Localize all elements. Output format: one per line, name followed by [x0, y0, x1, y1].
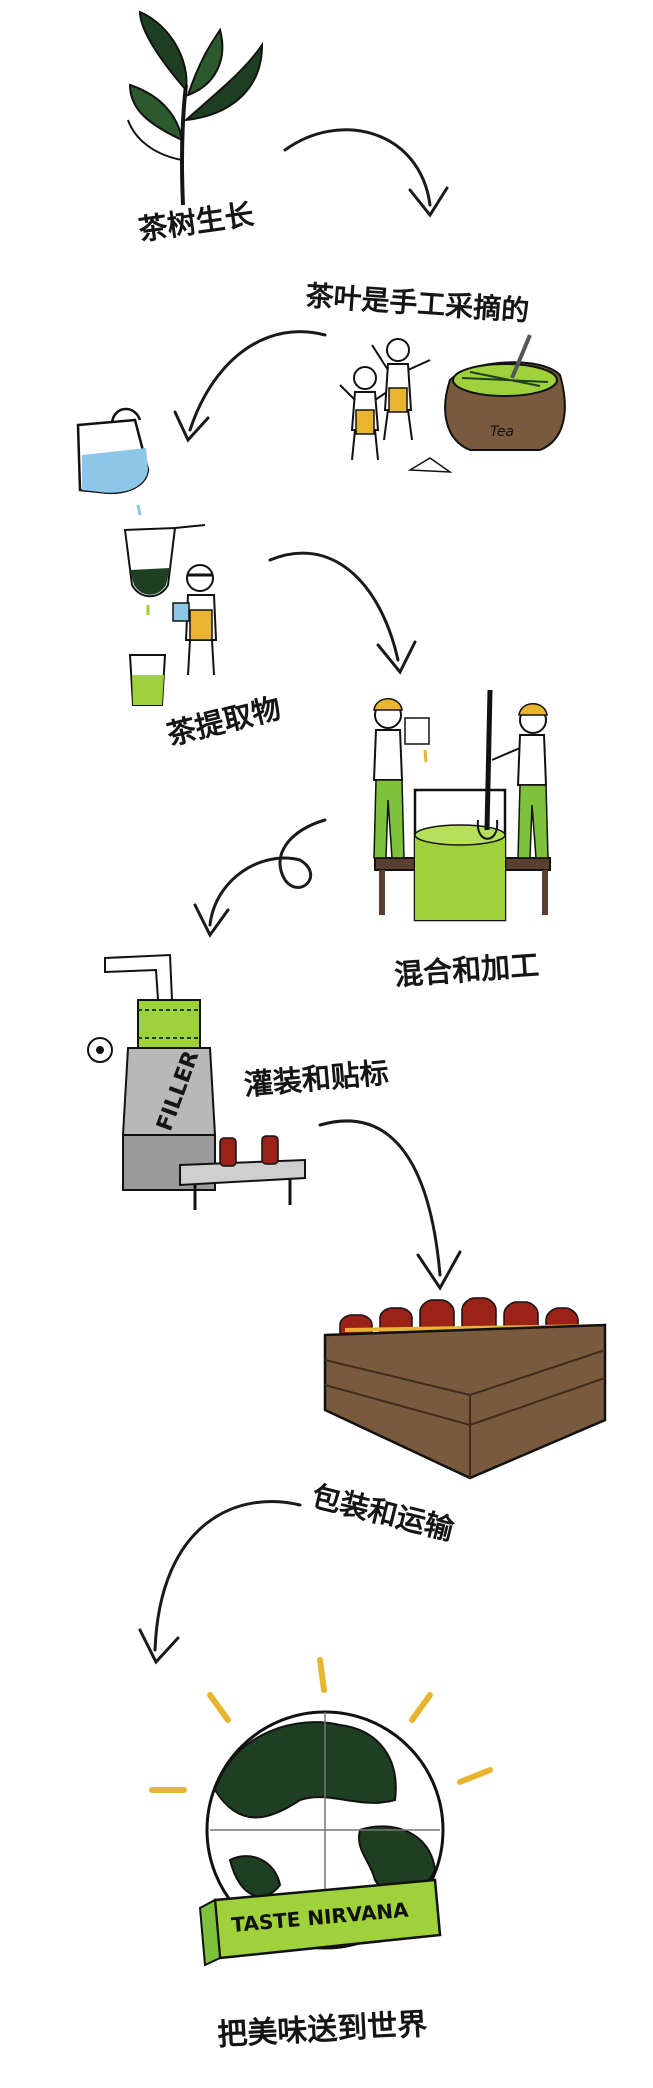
arrow-3	[268, 551, 417, 675]
step-label-pack: 包装和运输	[308, 1479, 458, 1547]
sack-label: Tea	[490, 424, 514, 440]
sun-rays	[149, 1657, 493, 1793]
arrow-6	[138, 1500, 302, 1665]
tea-pickers-illustration: Tea	[339, 334, 566, 473]
arrow-4	[193, 818, 327, 938]
extract-illustration	[76, 407, 218, 706]
step-label-blend: 混合和加工	[393, 948, 540, 992]
crate-illustration	[323, 1297, 607, 1480]
arrow-2	[173, 330, 327, 443]
globe-illustration: TASTE NIRVANA	[149, 1657, 493, 1967]
step-label-fill: 灌装和贴标	[243, 1055, 390, 1102]
blending-illustration	[372, 689, 551, 922]
tea-plant-illustration	[127, 10, 264, 206]
step-label-pick: 茶叶是手工采摘的	[305, 279, 531, 328]
arrow-5	[318, 1119, 462, 1291]
step-label-world: 把美味送到世界	[217, 2007, 429, 2053]
step-label-grow: 茶树生长	[136, 197, 257, 247]
step-label-extract: 茶提取物	[163, 691, 284, 752]
arrow-1	[283, 128, 449, 218]
filling-machine-illustration: FILLER	[87, 953, 306, 1210]
